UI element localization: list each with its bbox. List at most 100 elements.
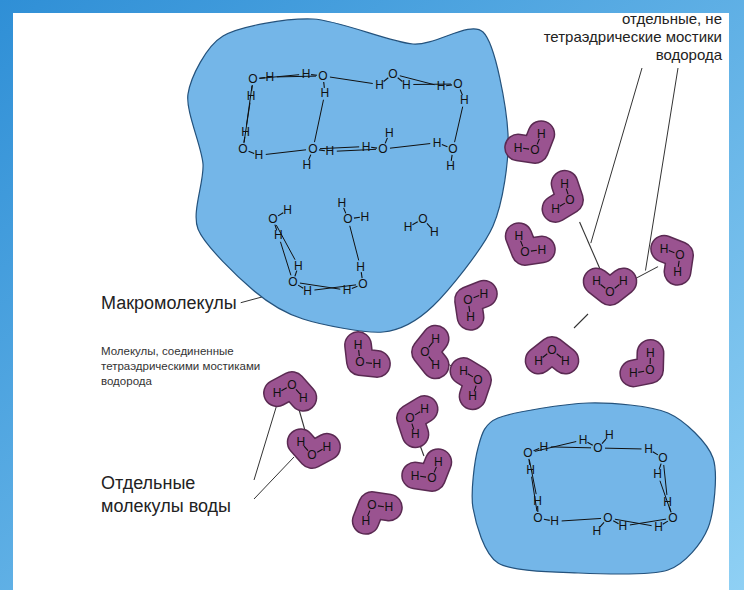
atom-symbol: H	[266, 71, 275, 83]
atom-symbol: O	[288, 276, 297, 288]
atom-symbol: H	[537, 244, 546, 256]
bond-line	[557, 354, 562, 358]
atom-symbol: H	[362, 141, 371, 153]
atom-symbol: O	[603, 512, 612, 524]
atom-symbol: H	[303, 285, 312, 297]
atom-symbol: H	[325, 145, 334, 157]
atom-symbol: H	[283, 204, 292, 216]
bond-line	[378, 505, 384, 507]
atom-symbol: H	[550, 515, 559, 527]
hydrogen-bridge	[350, 226, 359, 261]
water-molecule: HOH	[513, 128, 557, 172]
bond-line	[352, 286, 358, 288]
panel	[13, 13, 729, 590]
atom-symbol: H	[273, 387, 282, 399]
bond-line	[415, 412, 420, 415]
hydrogen-bridge	[455, 107, 463, 143]
atom-symbol: H	[384, 501, 393, 513]
atom-symbol: H	[402, 79, 411, 91]
bond-line	[298, 285, 303, 288]
bond-line	[317, 449, 322, 452]
atom-symbol: H	[460, 94, 469, 106]
atom-symbol: H	[654, 521, 663, 533]
atom-symbol: H	[673, 266, 682, 278]
atom-symbol: H	[644, 443, 653, 455]
atom-symbol: H	[551, 203, 560, 215]
atom-symbol: H	[539, 441, 548, 453]
atom-symbol: O	[405, 412, 414, 424]
water-molecule: HOH	[588, 270, 632, 314]
atom-symbol: O	[307, 449, 316, 461]
bond-line	[249, 151, 255, 153]
atom-symbol: H	[354, 339, 363, 351]
atom-symbol: H	[437, 80, 446, 92]
atom-symbol: H	[385, 127, 394, 139]
atom-symbol: H	[361, 515, 370, 527]
atom-symbol: H	[431, 359, 440, 371]
bond-line	[544, 519, 550, 520]
bond-line	[543, 354, 548, 358]
atom-symbol: H	[274, 229, 283, 241]
atom-symbol: H	[247, 90, 256, 102]
atom-symbol: H	[434, 456, 443, 468]
bond-line	[523, 148, 529, 150]
group-label: Отдельные молекулы воды	[101, 472, 251, 517]
water-molecule: HOH	[410, 456, 454, 500]
group-label: Макромолекулы	[101, 293, 237, 315]
atom-symbol: H	[360, 211, 369, 223]
atom-symbol: H	[605, 429, 614, 441]
atom-symbol: H	[299, 392, 308, 404]
atom-symbol: O	[520, 246, 529, 258]
atom-symbol: H	[561, 355, 570, 367]
atom-symbol: H	[537, 128, 546, 140]
atom-symbol: H	[592, 525, 601, 537]
atom-symbol: H	[533, 495, 542, 507]
bond-line	[354, 217, 360, 219]
hydrogen-bridge	[574, 314, 588, 328]
atom-symbol: H	[373, 358, 382, 370]
cluster-shape	[472, 403, 715, 574]
bond-line	[446, 84, 452, 86]
atom-symbol: O	[645, 364, 654, 376]
atom-symbol: O	[533, 512, 542, 524]
water-molecule: HOH	[350, 483, 394, 527]
atom-symbol: H	[466, 311, 475, 323]
atom-symbol: O	[418, 213, 427, 225]
atom-symbol: O	[420, 346, 429, 358]
atom-symbol: O	[658, 452, 667, 464]
water-molecule: HOH	[548, 178, 592, 222]
water-cluster: HOHHOHHOHHOHHOHHOH	[468, 398, 720, 578]
atom-symbol: O	[238, 143, 247, 155]
water-molecule: HOH	[403, 330, 447, 374]
atom-symbol: O	[473, 374, 482, 386]
atom-symbol: O	[463, 294, 472, 306]
bond-line	[601, 285, 606, 289]
atom-symbol: H	[356, 261, 365, 273]
hydrogen-bridge	[580, 222, 601, 270]
atom-symbol: H	[619, 275, 628, 287]
bond-line	[531, 250, 537, 252]
atom-symbol: O	[287, 379, 296, 391]
atom-symbol: H	[592, 275, 601, 287]
hydrogen-bridge	[605, 448, 642, 450]
bond-line	[653, 452, 658, 455]
atom-symbol: H	[296, 436, 305, 448]
hydrogen-bridge	[390, 144, 430, 149]
leader-line	[254, 457, 294, 499]
bond-line	[615, 285, 620, 289]
hydrogen-bridge	[330, 77, 373, 83]
group-note: Молекулы, соединенные тетраэдрическими м…	[101, 344, 266, 389]
atom-symbol: H	[431, 333, 440, 345]
water-molecule: HOH	[530, 328, 574, 372]
atom-symbol: H	[404, 221, 413, 233]
bond-line	[366, 362, 372, 364]
atom-symbol: H	[646, 347, 655, 359]
atom-symbol: H	[302, 68, 311, 80]
atom-symbol: H	[430, 226, 439, 238]
bond-line	[638, 371, 644, 372]
bond-line	[384, 78, 389, 82]
atom-symbol: H	[468, 390, 477, 402]
atom-symbol: O	[523, 447, 532, 459]
atom-symbol: H	[337, 197, 346, 209]
